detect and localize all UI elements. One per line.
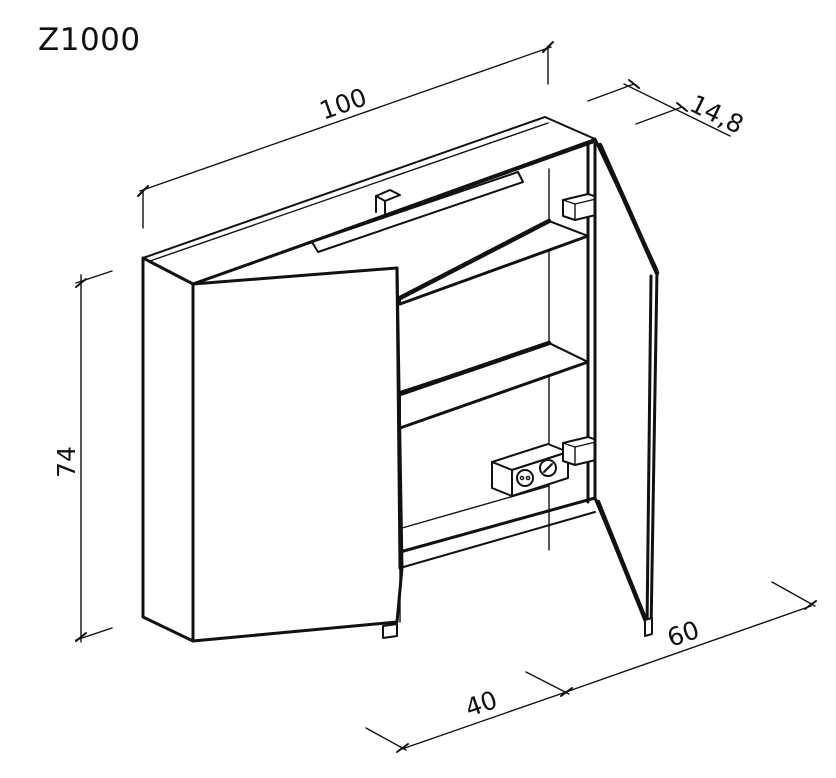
- power-socket-box: [491, 443, 569, 497]
- switch-icon: [539, 459, 557, 477]
- dimension-depth-label: 14,8: [685, 89, 748, 139]
- dimension-width-label: 100: [316, 82, 371, 125]
- cabinet-body: [141, 116, 597, 643]
- glass-shelf-middle: [397, 340, 590, 430]
- left-door: [191, 266, 404, 643]
- led-light-bar: [311, 171, 524, 253]
- dimension-height-label: 74: [52, 446, 81, 478]
- dimension-door-right-label: 60: [663, 615, 703, 653]
- dimension-depth: 14,8: [587, 79, 748, 140]
- model-title: Z1000: [38, 22, 141, 58]
- dimension-height: 74: [52, 270, 113, 643]
- dimension-door-left: 40: [365, 671, 573, 753]
- right-door: [593, 137, 660, 637]
- glass-shelf-top: [397, 218, 590, 306]
- socket-icon: [516, 469, 534, 487]
- dimension-door-right: 60: [565, 581, 817, 693]
